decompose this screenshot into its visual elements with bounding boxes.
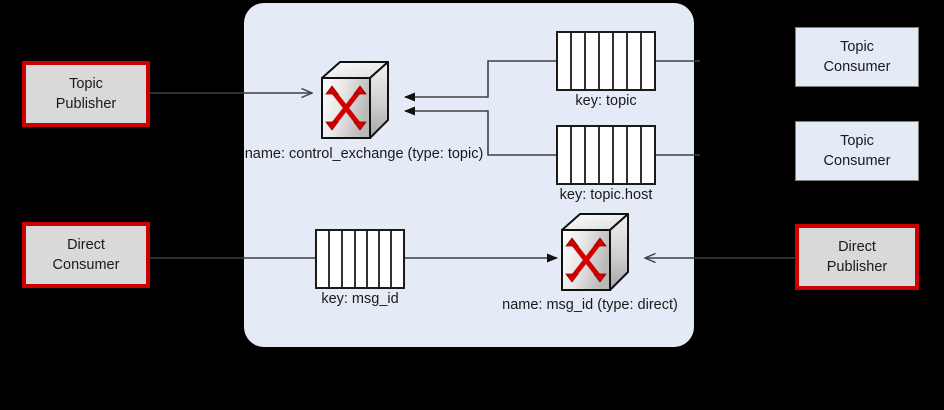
conn-queue-topic-host-to-exchange (404, 106, 557, 156)
topic-consumer-1-box[interactable]: Topic Consumer (795, 27, 919, 87)
queue-topic-host (556, 125, 656, 185)
direct-consumer-line1: Direct (67, 237, 105, 253)
topic-consumer-2-line1: Topic (840, 133, 874, 149)
queue-msg-id (315, 229, 405, 289)
queue-topic (556, 31, 656, 91)
direct-consumer-box[interactable]: Direct Consumer (22, 222, 150, 288)
topic-consumer-2-line2: Consumer (823, 153, 891, 169)
exchange-icon (321, 61, 389, 139)
exchange-icon (561, 213, 629, 291)
topic-consumer-1-line1: Topic (840, 39, 874, 55)
connection-lines (148, 60, 795, 258)
direct-publisher-line2: Publisher (826, 259, 888, 275)
topic-publisher-line2: Publisher (55, 96, 117, 112)
direct-publisher-line1: Direct (838, 239, 876, 255)
direct-publisher-box[interactable]: Direct Publisher (795, 224, 919, 290)
topic-consumer-2-box[interactable]: Topic Consumer (795, 121, 919, 181)
topic-publisher-box[interactable]: Topic Publisher (22, 61, 150, 127)
conn-queue-topic-to-exchange (404, 60, 557, 102)
topic-publisher-line1: Topic (69, 76, 103, 92)
direct-consumer-line2: Consumer (52, 257, 120, 273)
topic-consumer-1-line2: Consumer (823, 59, 891, 75)
